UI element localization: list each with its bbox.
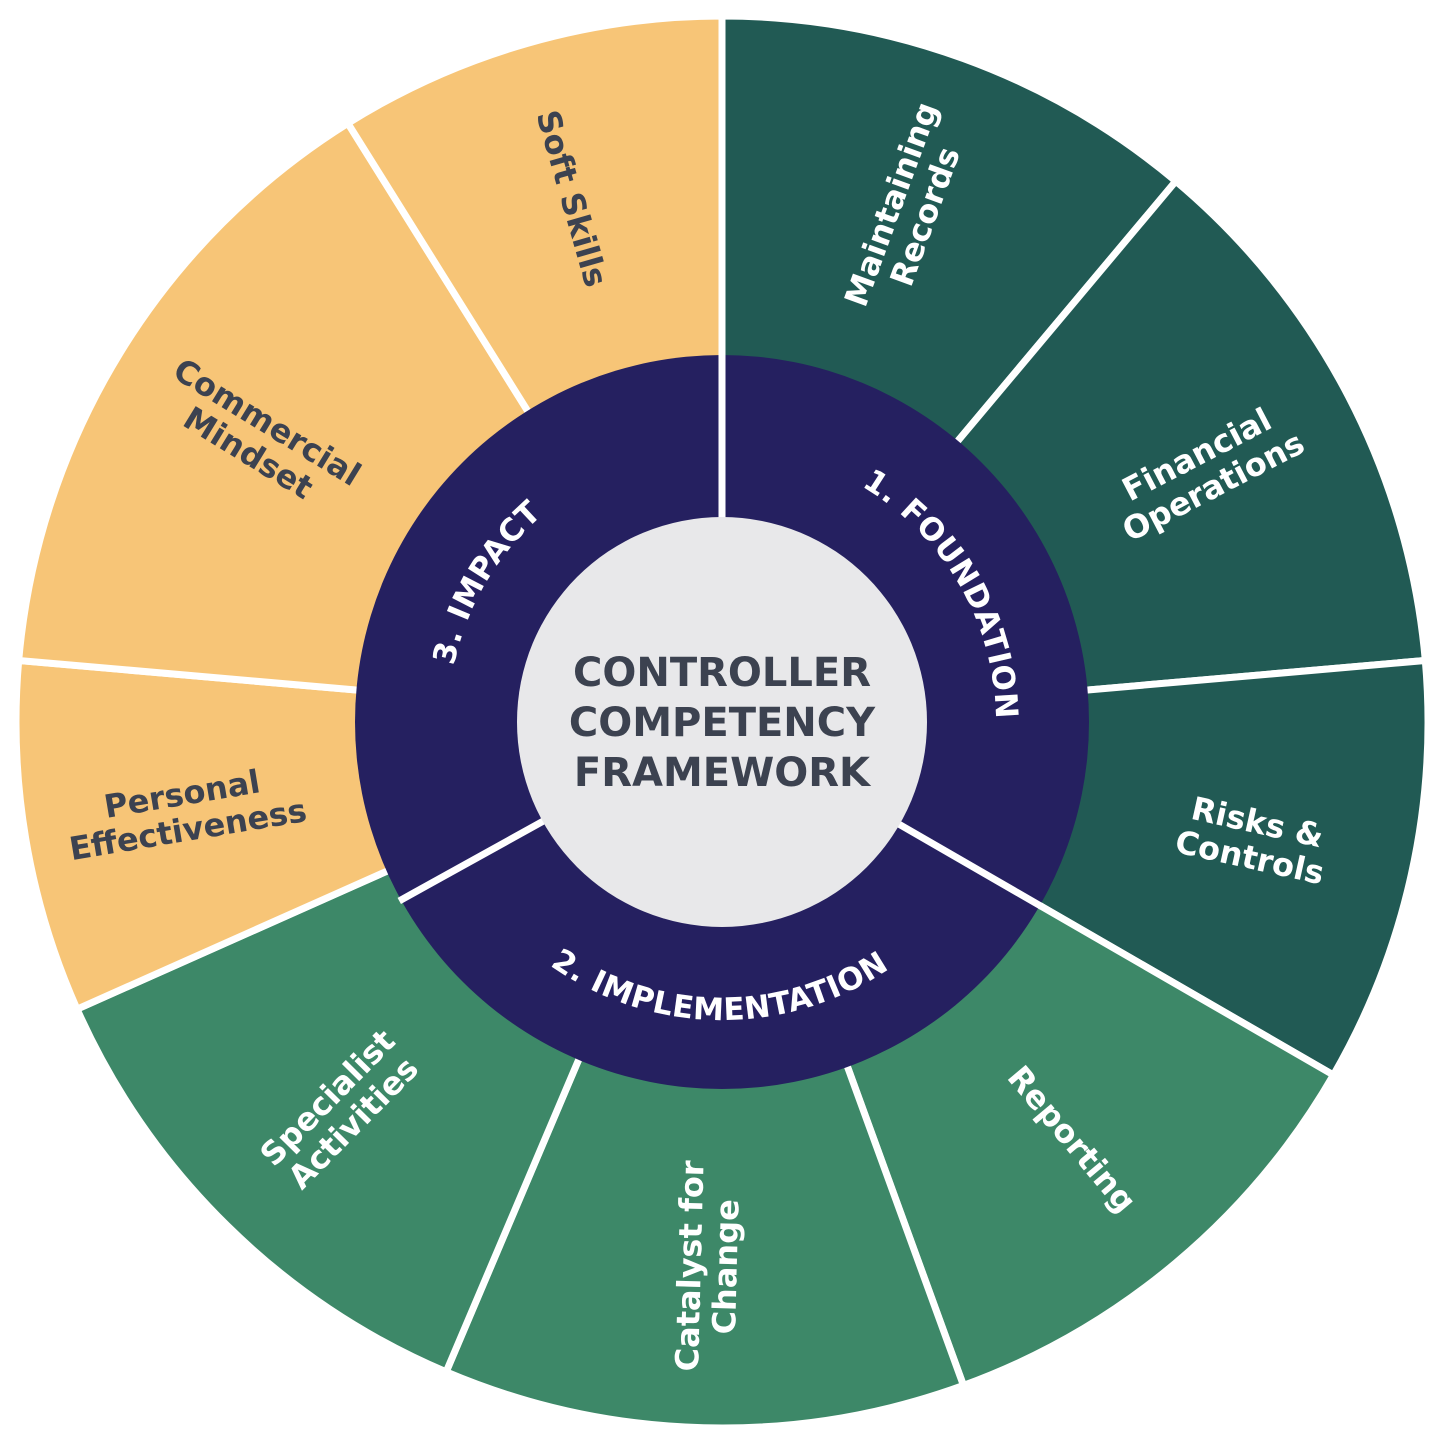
- center-title-line: COMPETENCY: [569, 700, 876, 746]
- segment-label: Catalyst forChange: [668, 1160, 748, 1373]
- segment-label-line: Change: [705, 1199, 747, 1335]
- stage-divider: [896, 820, 1044, 910]
- center-title-line: CONTROLLER: [573, 650, 871, 696]
- center-circle: [517, 517, 927, 927]
- center-title-line: FRAMEWORK: [574, 750, 872, 796]
- stage-divider: [397, 817, 547, 904]
- segment-label-line: Catalyst for: [668, 1160, 712, 1372]
- stage-ring-dividers: [397, 353, 1044, 910]
